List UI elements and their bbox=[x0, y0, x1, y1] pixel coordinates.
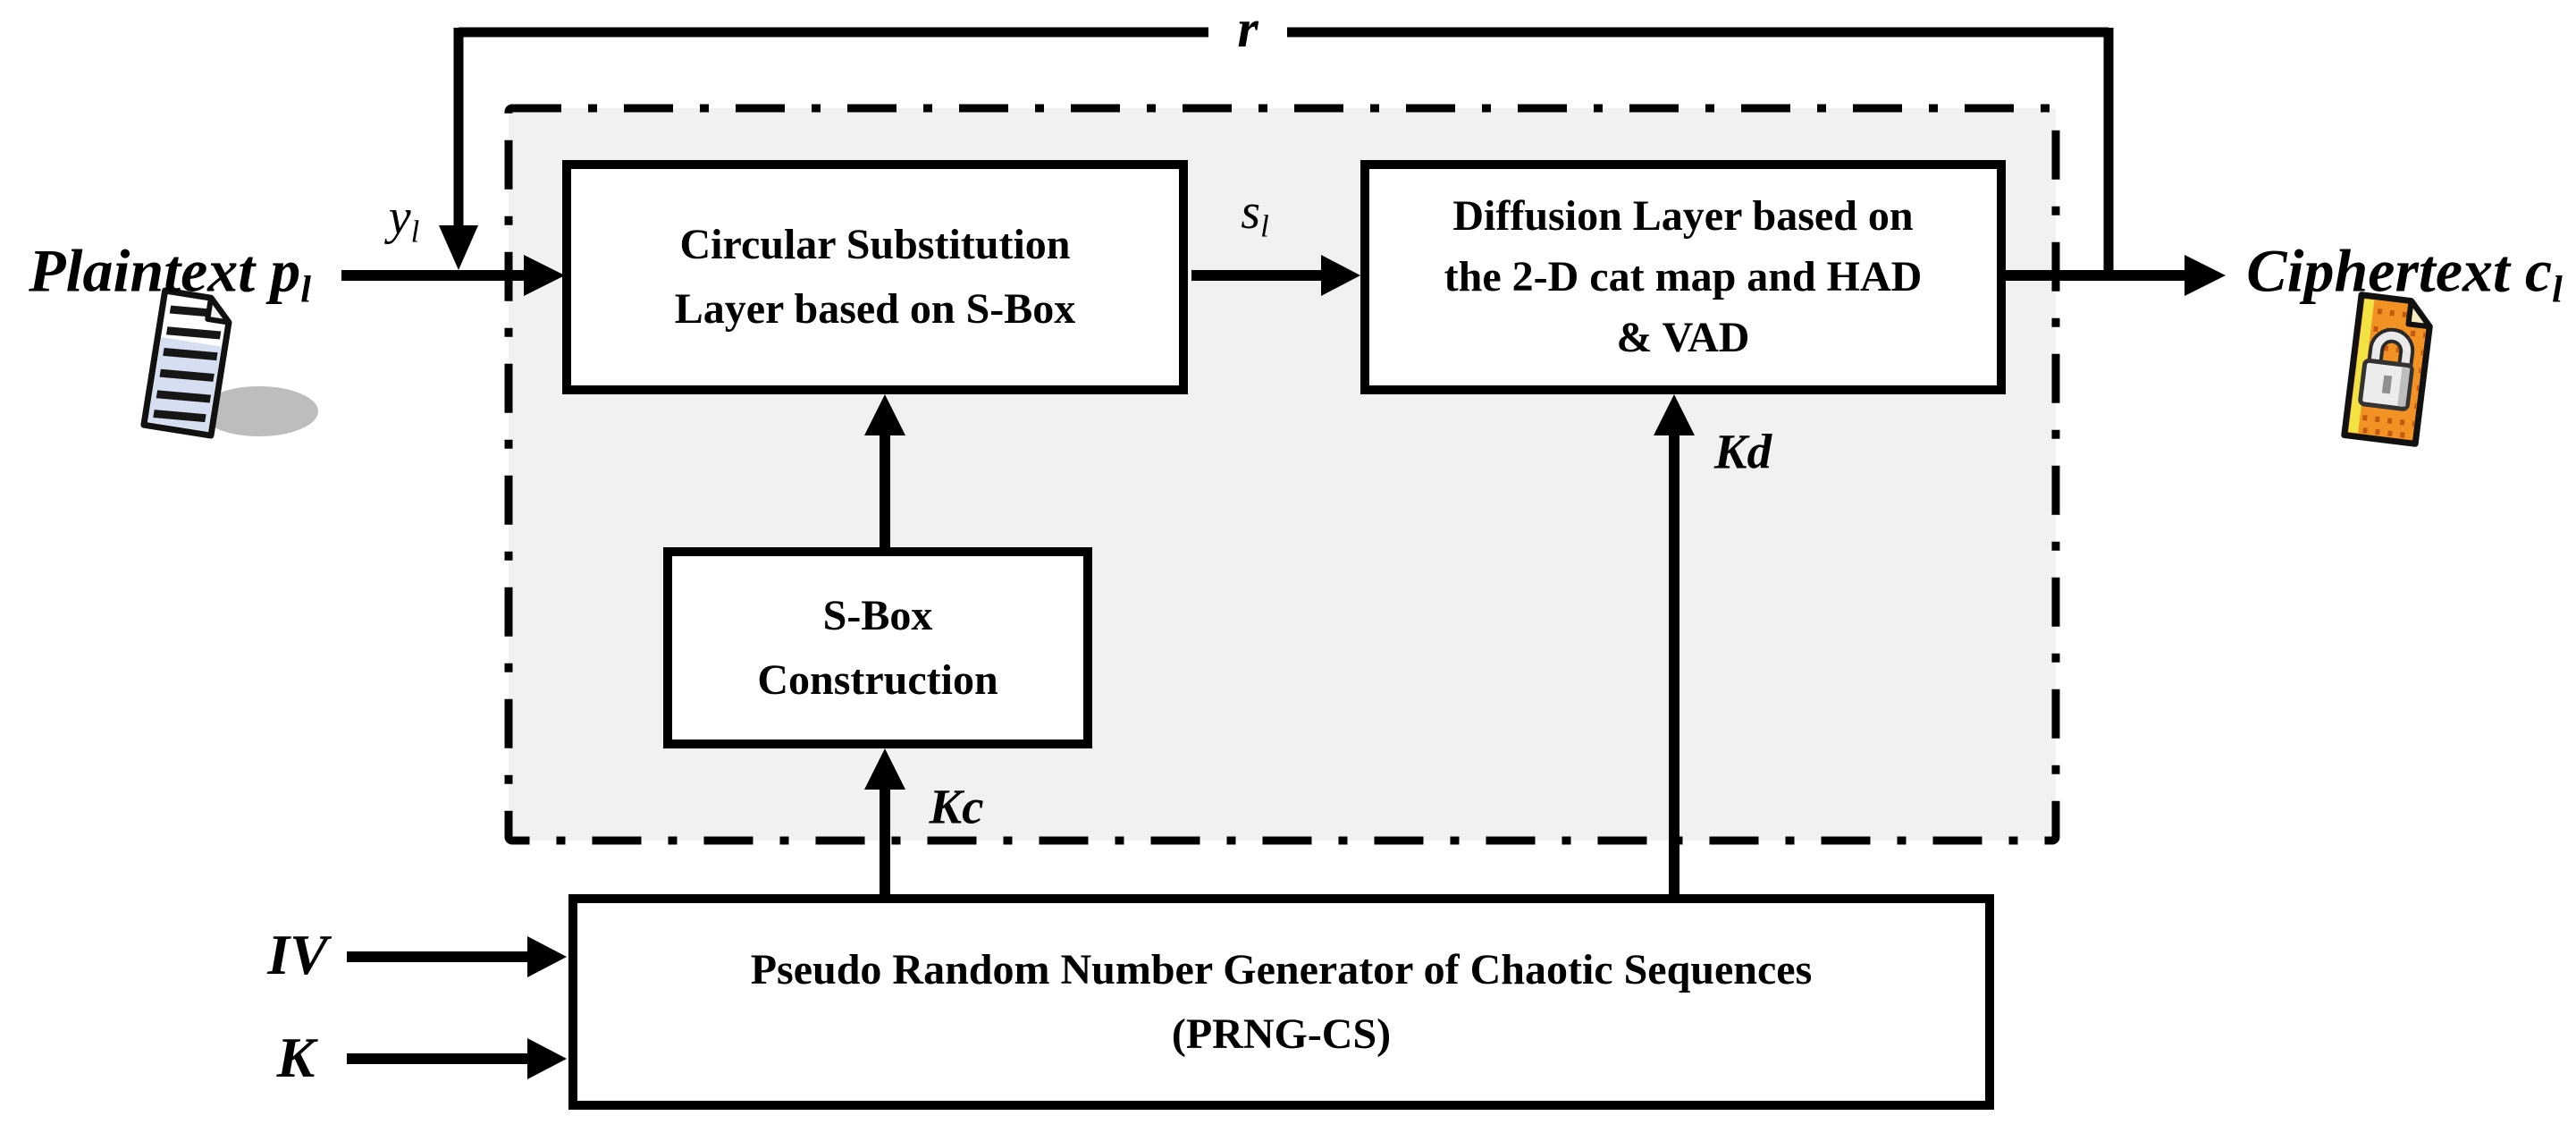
lock-doc-folded-corner bbox=[2405, 298, 2433, 330]
iv-input-label: IV bbox=[267, 923, 328, 986]
document-text-lines bbox=[153, 305, 222, 423]
padlock-keyhole bbox=[2381, 375, 2393, 394]
block-label-line: & VAD bbox=[1616, 314, 1750, 362]
feedback-down-arrowhead bbox=[439, 225, 478, 270]
document-folded-corner bbox=[205, 295, 232, 325]
block-label-line: Layer based on S-Box bbox=[674, 285, 1076, 333]
kc-arrowhead bbox=[864, 748, 905, 790]
sbox-to-substitution-arrowhead bbox=[864, 394, 905, 435]
lock-doc-edge-highlight bbox=[2348, 299, 2375, 434]
block-label-line: Diffusion Layer based on bbox=[1452, 191, 1914, 240]
y-signal-label: yl bbox=[389, 192, 420, 248]
k-input-label: K bbox=[276, 1026, 316, 1089]
ciphertext-subscript: l bbox=[2552, 268, 2563, 311]
kc-key-label: Kc bbox=[929, 779, 984, 834]
padlock-shackle bbox=[2370, 331, 2412, 369]
s-signal-text: s bbox=[1241, 183, 1261, 240]
plaintext-input-arrowhead bbox=[524, 255, 565, 296]
block-diffusion-layer: Diffusion Layer based on the 2-D cat map… bbox=[1360, 160, 2006, 394]
block-label-line: Pseudo Random Number Generator of Chaoti… bbox=[750, 945, 1813, 993]
s-signal-subscript: l bbox=[1260, 208, 1269, 244]
block-sbox-construction: S-Box Construction bbox=[663, 547, 1092, 748]
block-label-line: Circular Substitution bbox=[679, 221, 1071, 268]
block-circular-substitution: Circular Substitution Layer based on S-B… bbox=[562, 160, 1188, 394]
feedback-r-label: r bbox=[1237, 0, 1259, 58]
locked-document-icon bbox=[2341, 292, 2433, 447]
k-input-arrowhead bbox=[527, 1038, 567, 1079]
y-signal-text: y bbox=[388, 189, 411, 245]
block-label-line: (PRNG-CS) bbox=[1171, 1010, 1392, 1058]
ciphertext-label-text: Ciphertext c bbox=[2246, 236, 2553, 305]
ciphertext-label: Ciphertext cl bbox=[2246, 241, 2563, 309]
plaintext-label: Plaintext pl bbox=[29, 241, 311, 309]
padlock-body-shade bbox=[2397, 367, 2411, 407]
y-signal-subscript: l bbox=[410, 214, 420, 249]
ciphertext-output-arrowhead bbox=[2185, 255, 2226, 296]
padlock-icon bbox=[2358, 327, 2415, 411]
block-label-line: Construction bbox=[757, 655, 998, 704]
document-icon bbox=[140, 287, 232, 439]
plaintext-label-text: Plaintext p bbox=[29, 236, 301, 305]
s-signal-arrowhead bbox=[1321, 255, 1360, 296]
document-page-blue-area bbox=[147, 337, 222, 432]
block-label-line: S-Box bbox=[822, 591, 933, 639]
block-prng-cs: Pseudo Random Number Generator of Chaoti… bbox=[568, 894, 1994, 1110]
plaintext-subscript: l bbox=[300, 268, 311, 311]
kd-arrowhead bbox=[1654, 394, 1695, 435]
iv-input-arrowhead bbox=[527, 936, 567, 977]
kd-key-label: Kd bbox=[1713, 424, 1772, 479]
document-shadow bbox=[200, 386, 318, 436]
s-signal-label: sl bbox=[1241, 187, 1268, 242]
block-label-line: the 2-D cat map and HAD bbox=[1444, 252, 1923, 300]
